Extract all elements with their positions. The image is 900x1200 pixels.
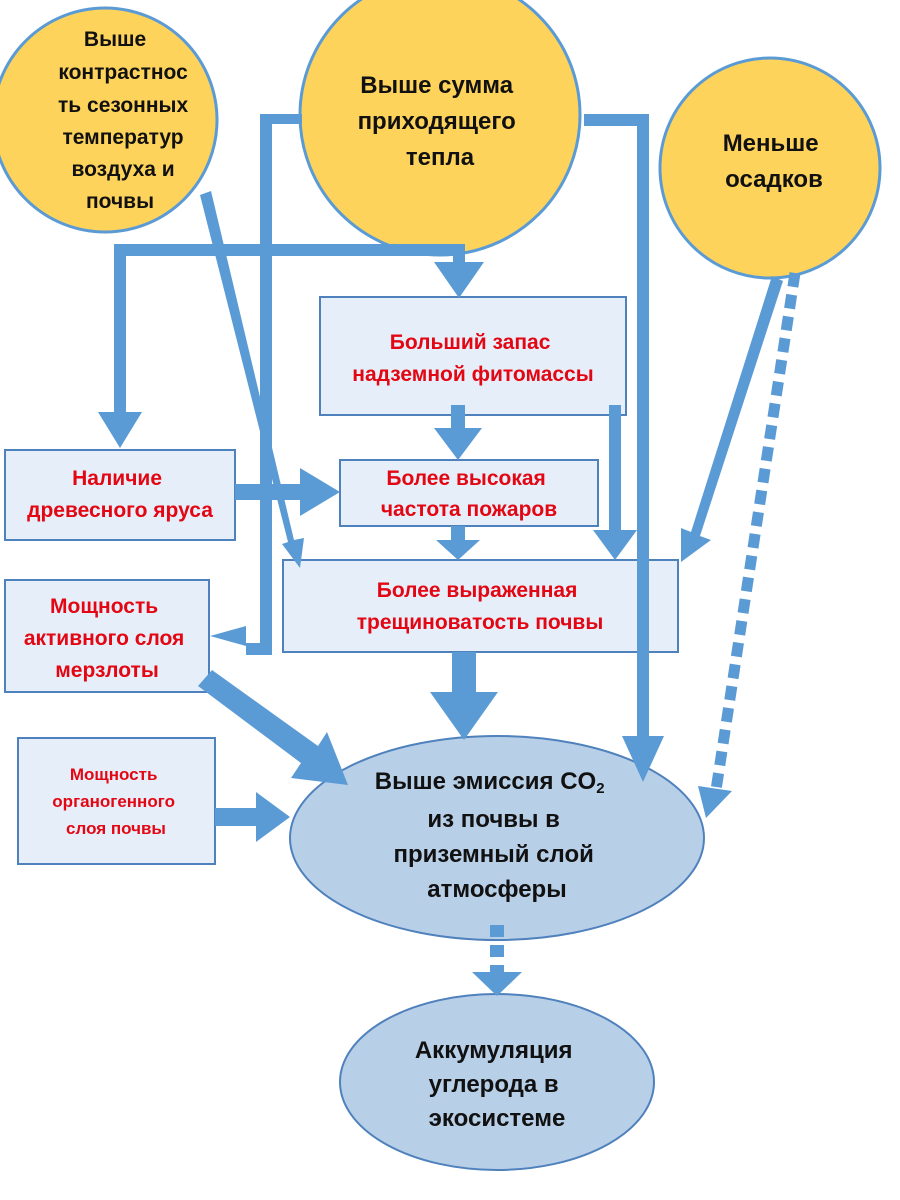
arrow-branch-to-phytomass (98, 244, 484, 448)
contrast-circle (0, 6, 219, 234)
precip-circle (658, 56, 882, 280)
permafrost-text: Мощность активного слоя мерзлоты (24, 595, 190, 682)
precip-text: Меньше осадков (723, 130, 826, 193)
woody-text: Наличие древесного яруса (27, 467, 213, 522)
arrow-heat-to-emission (584, 114, 664, 782)
arrow-emission-to-accumulation-dashed-head (472, 972, 522, 996)
accumulation-text: Аккумуляция углерода в экосистеме (415, 1037, 579, 1132)
cracking-text: Более выраженная трещиноватость почвы (357, 579, 604, 634)
emission-line-1: Выше эмиссия CO (375, 768, 596, 795)
woody-box (4, 449, 236, 541)
emission-text: Выше эмиссия CO2 из почвы в приземный сл… (375, 768, 611, 903)
arrow-woody-to-fires (235, 468, 340, 516)
contrast-text: Выше контрастнос ть сезонных температур … (58, 28, 194, 213)
arrow-organic-to-emission (215, 792, 290, 842)
fires-box (339, 459, 599, 527)
permafrost-box (4, 579, 210, 693)
arrow-precip-to-cracking (681, 276, 783, 562)
cracking-box (282, 559, 679, 653)
co2-subscript: 2 (596, 780, 604, 797)
arrow-fires-to-cracking (436, 526, 480, 560)
arrow-permafrost-to-emission (198, 670, 348, 785)
heat-text: Выше сумма приходящего тепла (358, 72, 523, 171)
organic-box (17, 737, 216, 865)
emission-ellipse (289, 735, 705, 941)
arrow-cracking-to-emission (430, 652, 498, 740)
arrow-precip-to-emission-dashed-head (698, 786, 732, 818)
phytomass-text: Больший запас надземной фитомассы (352, 331, 593, 386)
arrow-phytomass-to-cracking (593, 405, 637, 560)
organic-text: Мощность органогенного слоя почвы (52, 765, 179, 838)
fires-text: Более высокая частота пожаров (381, 467, 557, 521)
phytomass-box (319, 296, 627, 416)
arrow-phytomass-to-fires (434, 405, 482, 460)
arrow-contrast-to-cracking (200, 191, 304, 568)
